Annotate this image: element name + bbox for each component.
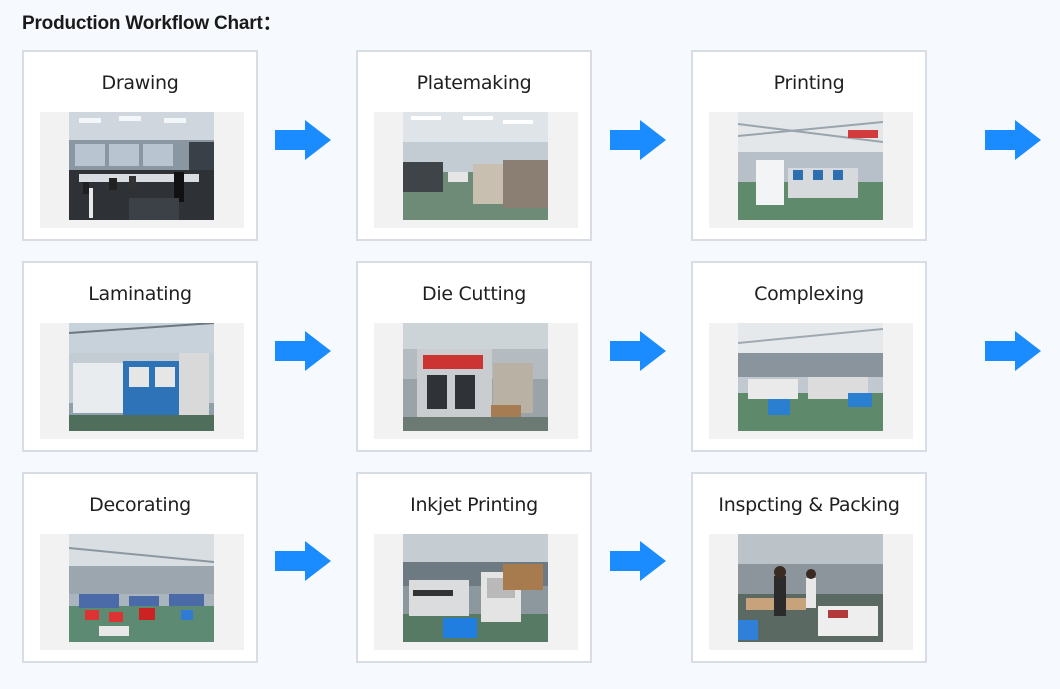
complexing-line-photo-icon: [738, 323, 883, 431]
step-title: Drawing: [101, 72, 179, 94]
photo-frame: [374, 534, 578, 650]
page-title: Production Workflow Chart：: [22, 13, 282, 34]
step-card-complexing: Complexing: [691, 261, 927, 452]
packing-workers-photo-icon: [738, 534, 883, 642]
right-arrow-icon: [610, 331, 666, 371]
photo-frame: [709, 112, 913, 228]
right-arrow-icon: [985, 120, 1041, 160]
step-title: Inspcting & Packing: [718, 494, 900, 516]
right-arrow-icon: [610, 120, 666, 160]
printing-press-photo-icon: [738, 112, 883, 220]
photo-frame: [40, 112, 244, 228]
right-arrow-icon: [275, 331, 331, 371]
step-card-decorating: Decorating: [22, 472, 258, 663]
step-title: Inkjet Printing: [410, 494, 538, 516]
plate-machine-photo-icon: [403, 112, 548, 220]
step-title: Printing: [773, 72, 845, 94]
step-card-platemaking: Platemaking: [356, 50, 592, 241]
decorating-workshop-photo-icon: [69, 534, 214, 642]
office-photo-icon: [69, 112, 214, 220]
step-title: Laminating: [88, 283, 192, 305]
photo-frame: [40, 323, 244, 439]
right-arrow-icon: [275, 120, 331, 160]
photo-frame: [709, 534, 913, 650]
step-card-die-cutting: Die Cutting: [356, 261, 592, 452]
step-card-inspecting-packing: Inspcting & Packing: [691, 472, 927, 663]
step-card-laminating: Laminating: [22, 261, 258, 452]
photo-frame: [40, 534, 244, 650]
right-arrow-icon: [275, 541, 331, 581]
step-card-printing: Printing: [691, 50, 927, 241]
step-title: Decorating: [89, 494, 191, 516]
photo-frame: [374, 323, 578, 439]
photo-frame: [709, 323, 913, 439]
right-arrow-icon: [985, 331, 1041, 371]
step-card-inkjet-printing: Inkjet Printing: [356, 472, 592, 663]
step-card-drawing: Drawing: [22, 50, 258, 241]
laminating-machine-photo-icon: [69, 323, 214, 431]
step-title: Platemaking: [416, 72, 532, 94]
inkjet-printer-photo-icon: [403, 534, 548, 642]
step-title: Complexing: [754, 283, 864, 305]
die-cutting-machine-photo-icon: [403, 323, 548, 431]
photo-frame: [374, 112, 578, 228]
step-title: Die Cutting: [422, 283, 526, 305]
right-arrow-icon: [610, 541, 666, 581]
